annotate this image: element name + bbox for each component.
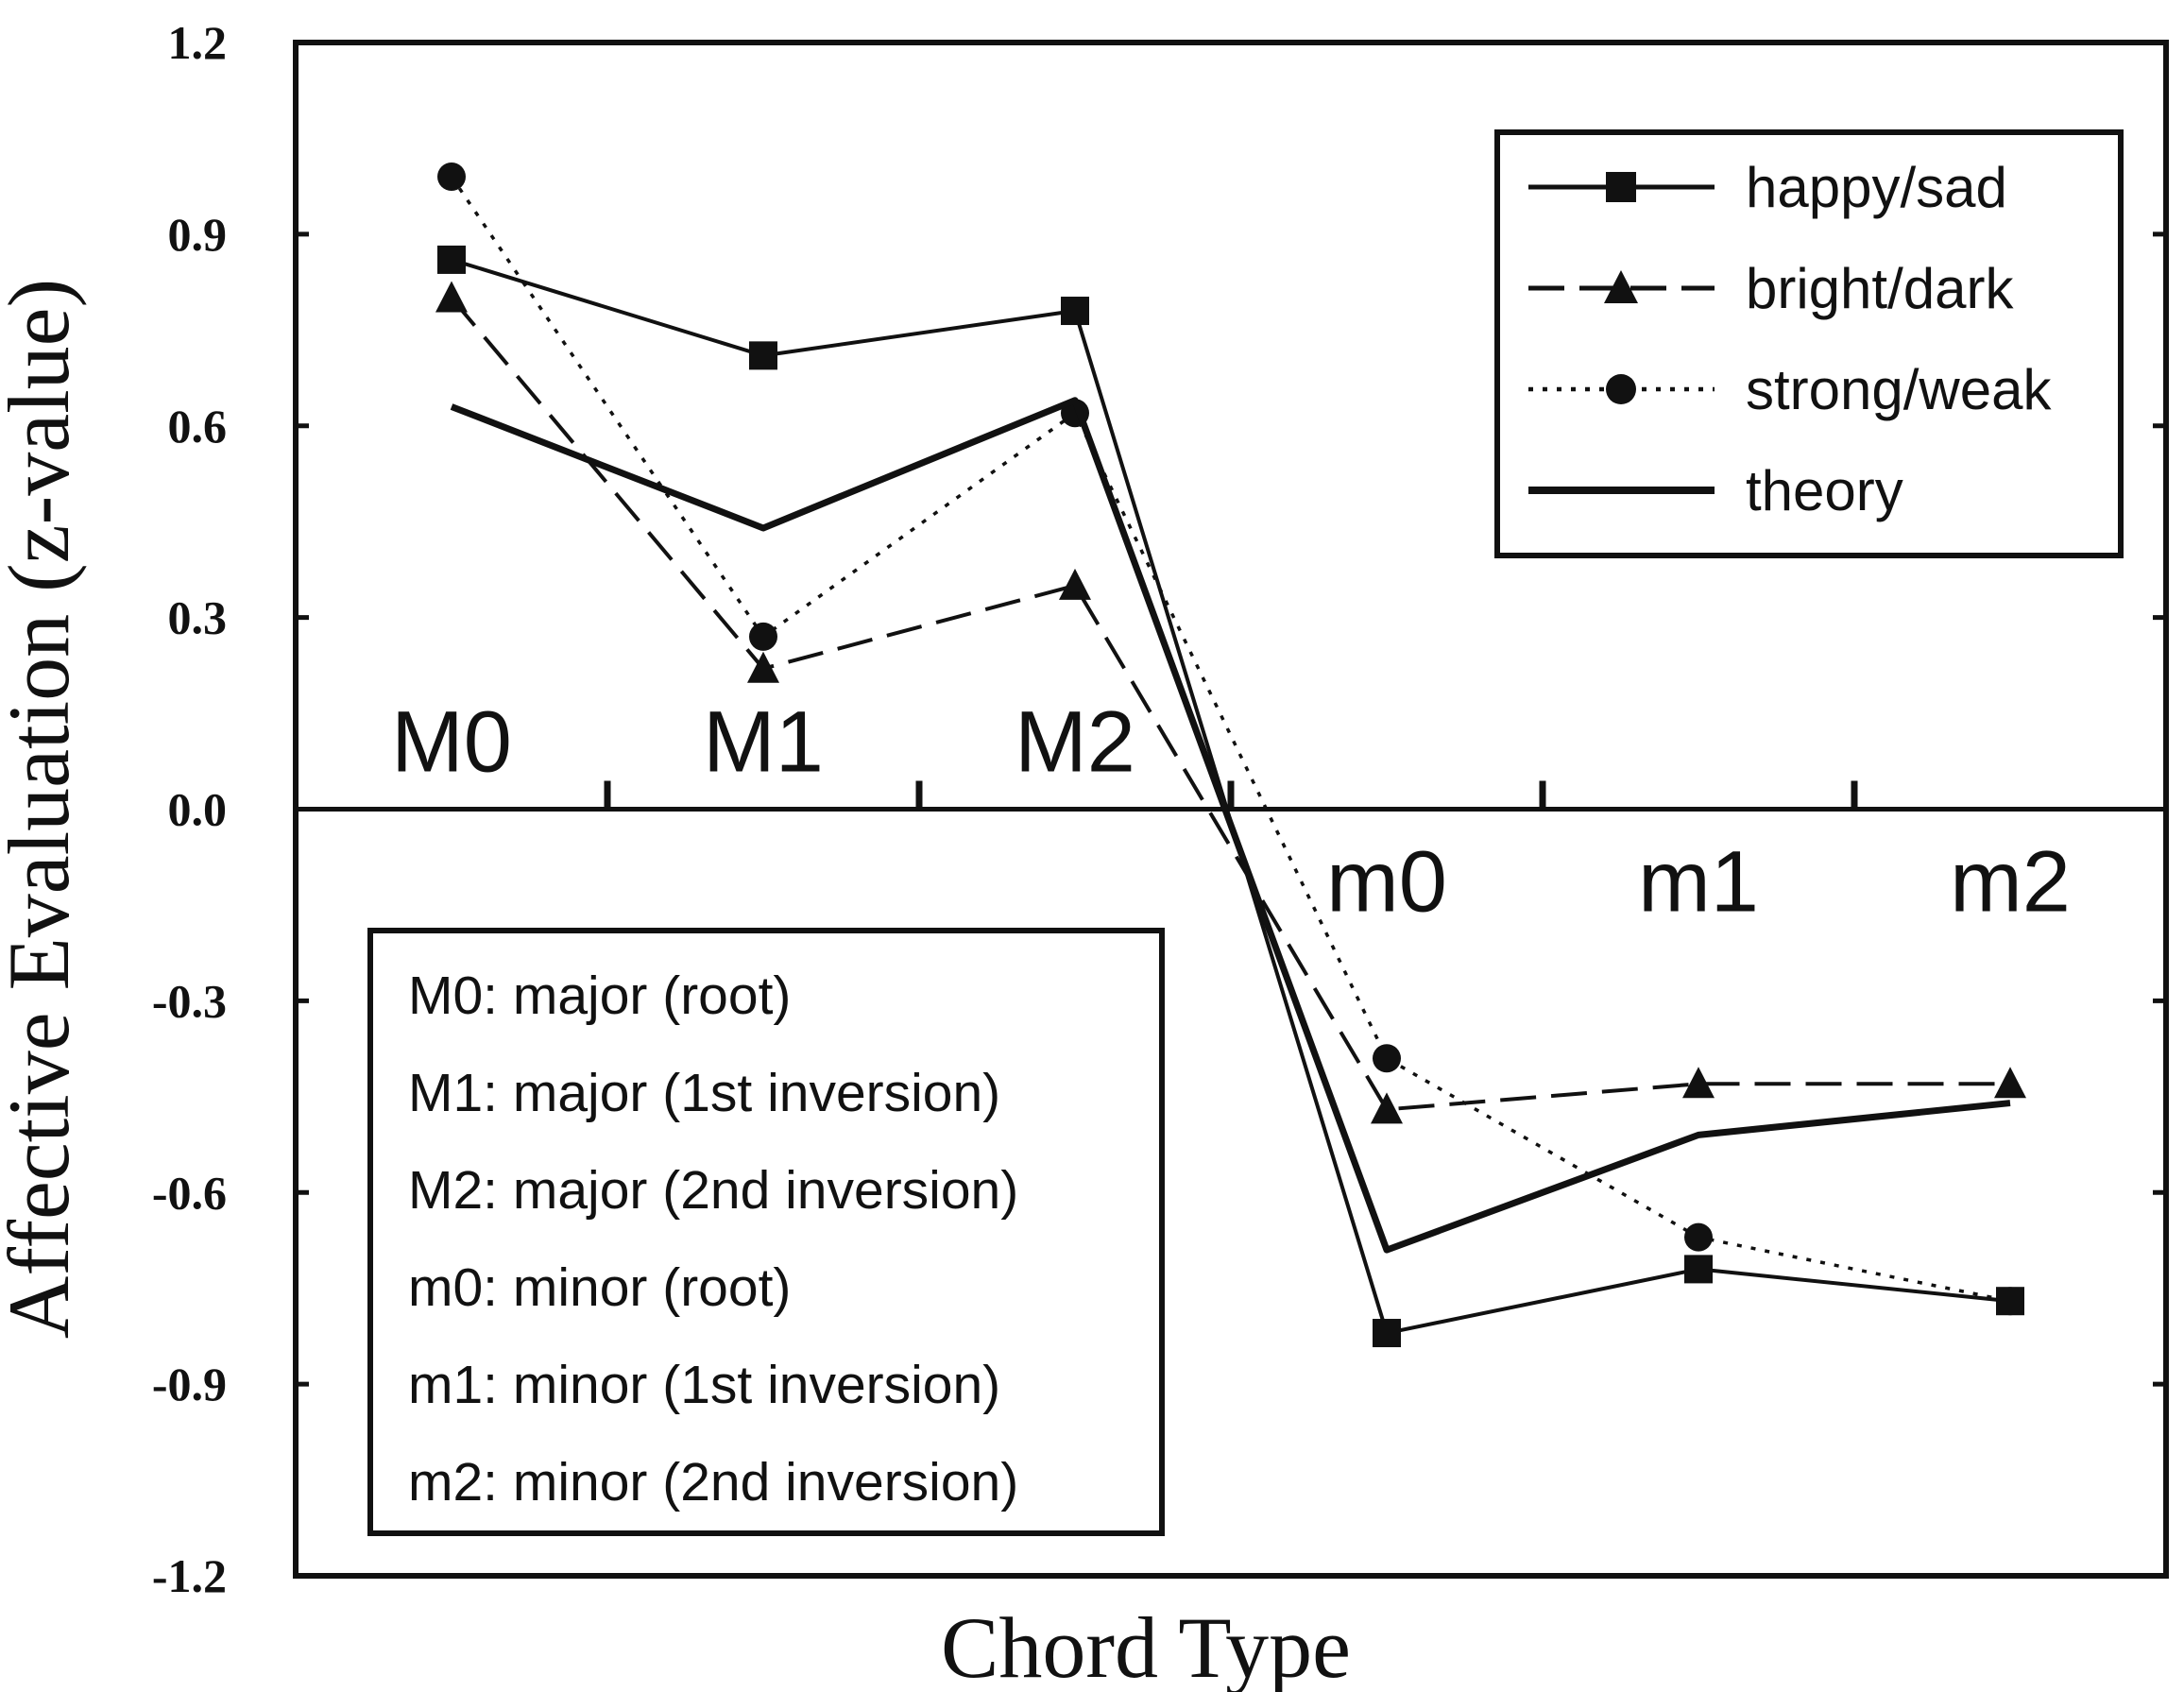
marker-square bbox=[1373, 1319, 1401, 1348]
marker-circle bbox=[1996, 1287, 2024, 1316]
legend-label: strong/weak bbox=[1746, 358, 2052, 421]
y-tick-label: -1.2 bbox=[152, 1549, 227, 1602]
chord-key-entry: M1: major (1st inversion) bbox=[408, 1063, 1000, 1123]
marker-circle bbox=[1606, 374, 1636, 404]
series-group bbox=[435, 162, 2026, 1348]
marker-triangle bbox=[1371, 1092, 1403, 1124]
legend: happy/sad bright/dark strong/weak theory bbox=[1494, 129, 2124, 558]
y-tick-label: 0.9 bbox=[168, 208, 228, 261]
marker-square bbox=[1684, 1255, 1713, 1284]
chord-key: M0: major (root) M1: major (1st inversion… bbox=[367, 928, 1165, 1536]
y-tick-label: 0.0 bbox=[168, 783, 228, 836]
category-label: M0 bbox=[391, 694, 512, 791]
marker-circle bbox=[1373, 1044, 1401, 1073]
y-tick-label: 0.3 bbox=[168, 591, 228, 644]
chord-key-entry: M2: major (2nd inversion) bbox=[408, 1160, 1018, 1221]
legend-label: happy/sad bbox=[1746, 156, 2007, 219]
y-tick-label: -0.6 bbox=[152, 1166, 227, 1219]
y-tick-label: 0.6 bbox=[168, 400, 228, 453]
marker-triangle bbox=[1604, 270, 1638, 303]
marker-square bbox=[437, 245, 466, 274]
series-line bbox=[450, 397, 2011, 1254]
chord-key-entry: m1: minor (1st inversion) bbox=[408, 1355, 1000, 1415]
legend-label: bright/dark bbox=[1746, 257, 2014, 320]
category-label: M2 bbox=[1015, 694, 1135, 791]
marker-triangle bbox=[1059, 568, 1091, 600]
marker-triangle bbox=[435, 281, 468, 313]
marker-square bbox=[1606, 172, 1636, 202]
marker-triangle bbox=[747, 651, 779, 683]
legend-box bbox=[1494, 129, 2124, 558]
y-tick-label: -0.3 bbox=[152, 974, 227, 1027]
marker-circle bbox=[749, 622, 777, 651]
y-tick-label: 1.2 bbox=[168, 16, 228, 69]
chord-key-entry: m0: minor (root) bbox=[408, 1257, 791, 1318]
category-label: m0 bbox=[1326, 834, 1447, 931]
marker-square bbox=[749, 341, 777, 370]
category-label: m2 bbox=[1950, 834, 2071, 931]
marker-circle bbox=[1684, 1222, 1713, 1252]
marker-triangle bbox=[1682, 1067, 1715, 1099]
marker-circle bbox=[437, 162, 466, 192]
chord-key-entry: m2: minor (2nd inversion) bbox=[408, 1452, 1018, 1513]
x-axis-title: Chord Type bbox=[941, 1599, 1351, 1692]
category-label: M1 bbox=[703, 694, 824, 791]
marker-square bbox=[1061, 297, 1089, 326]
y-axis: 1.2 0.9 0.6 0.3 0.0 -0.3 -0.6 -0.9 -1.2 bbox=[152, 16, 2166, 1602]
series-bright-dark bbox=[435, 281, 2026, 1124]
y-tick-label: -0.9 bbox=[152, 1358, 227, 1410]
marker-triangle bbox=[1994, 1067, 2026, 1099]
category-label: m1 bbox=[1638, 834, 1759, 931]
legend-label: theory bbox=[1746, 459, 1903, 522]
chord-key-box bbox=[367, 928, 1165, 1536]
x-axis-ticks bbox=[604, 780, 1858, 810]
category-labels: M0 M1 M2 m0 m1 m2 bbox=[391, 694, 2071, 931]
y-axis-title: Affective Evaluation (z-value) bbox=[0, 279, 87, 1339]
series-theory bbox=[450, 397, 2011, 1254]
chord-key-entry: M0: major (root) bbox=[408, 966, 791, 1026]
